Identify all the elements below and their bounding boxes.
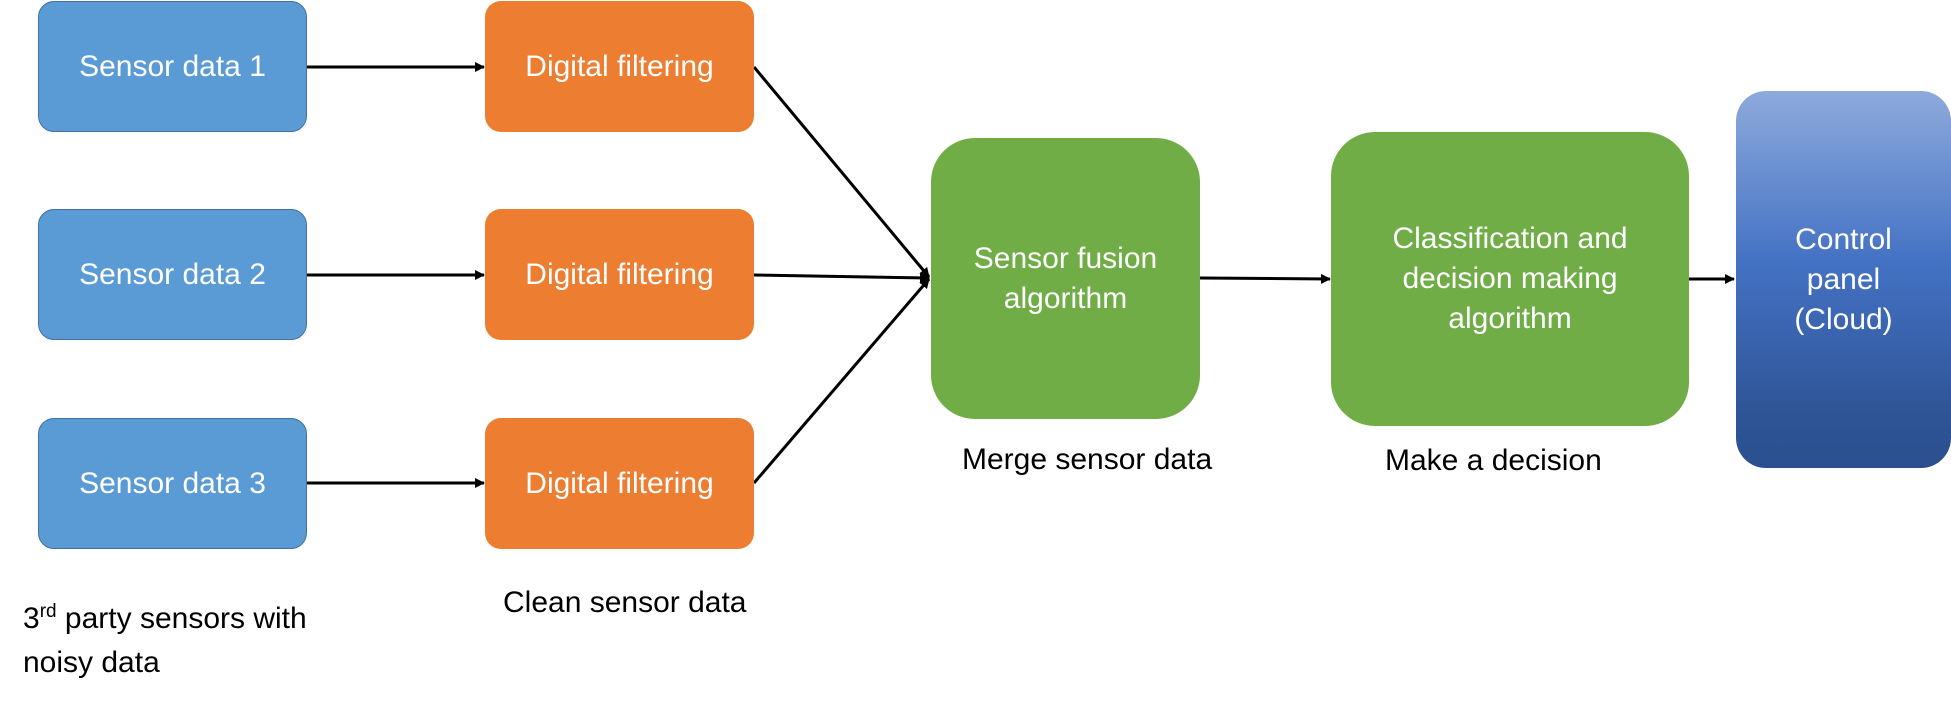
control-panel-line-3: (Cloud) [1794,302,1893,336]
digital-filtering-2-box: Digital filtering [485,209,754,340]
sensor-data-1-label: Sensor data 1 [79,49,266,83]
classification-algorithm-box: Classification and decision making algor… [1331,132,1689,426]
fusion-caption: Merge sensor data [962,443,1213,476]
sensors-caption-prefix: 3 [23,602,40,635]
classification-line-1: Classification and [1392,222,1628,255]
arrow-fusion-to-classification [1199,273,1331,284]
sensors-caption-line-2: noisy data [23,646,160,679]
digital-filtering-3-label: Digital filtering [525,466,714,500]
filters-caption: Clean sensor data [503,586,747,619]
arrow-filter1-to-fusion [752,66,931,278]
decision-caption: Make a decision [1385,444,1602,477]
digital-filtering-2-label: Digital filtering [525,257,714,291]
sensor-data-3-box: Sensor data 3 [38,418,307,549]
sensor-fusion-line-1: Sensor fusion [973,241,1158,275]
digital-filtering-3-box: Digital filtering [485,418,754,549]
sensor-data-3-label: Sensor data 3 [79,466,266,500]
arrow-filter2-to-fusion [753,272,930,283]
sensor-data-2-label: Sensor data 2 [79,257,266,291]
sensor-data-2-box: Sensor data 2 [38,209,307,340]
sensors-caption: 3rd party sensors with noisy data [23,597,307,685]
control-panel-cloud-box: Control panel (Cloud) [1736,91,1951,468]
digital-filtering-1-box: Digital filtering [485,1,754,132]
sensor-data-1-box: Sensor data 1 [38,1,307,132]
classification-line-2: decision making [1402,262,1618,295]
sensor-fusion-algorithm-box: Sensor fusion algorithm [931,138,1200,419]
sensor-fusion-line-2: algorithm [1003,281,1128,315]
sensors-caption-rest: party sensors with [56,602,307,635]
control-panel-line-1: Control [1795,222,1892,256]
control-panel-line-2: panel [1806,262,1881,296]
digital-filtering-1-label: Digital filtering [525,49,714,83]
arrow-filter3-to-fusion [752,278,931,484]
sensors-caption-line-1: 3rd party sensors with [23,597,307,641]
classification-line-3: algorithm [1448,302,1572,335]
sensors-caption-superscript: rd [39,601,57,622]
